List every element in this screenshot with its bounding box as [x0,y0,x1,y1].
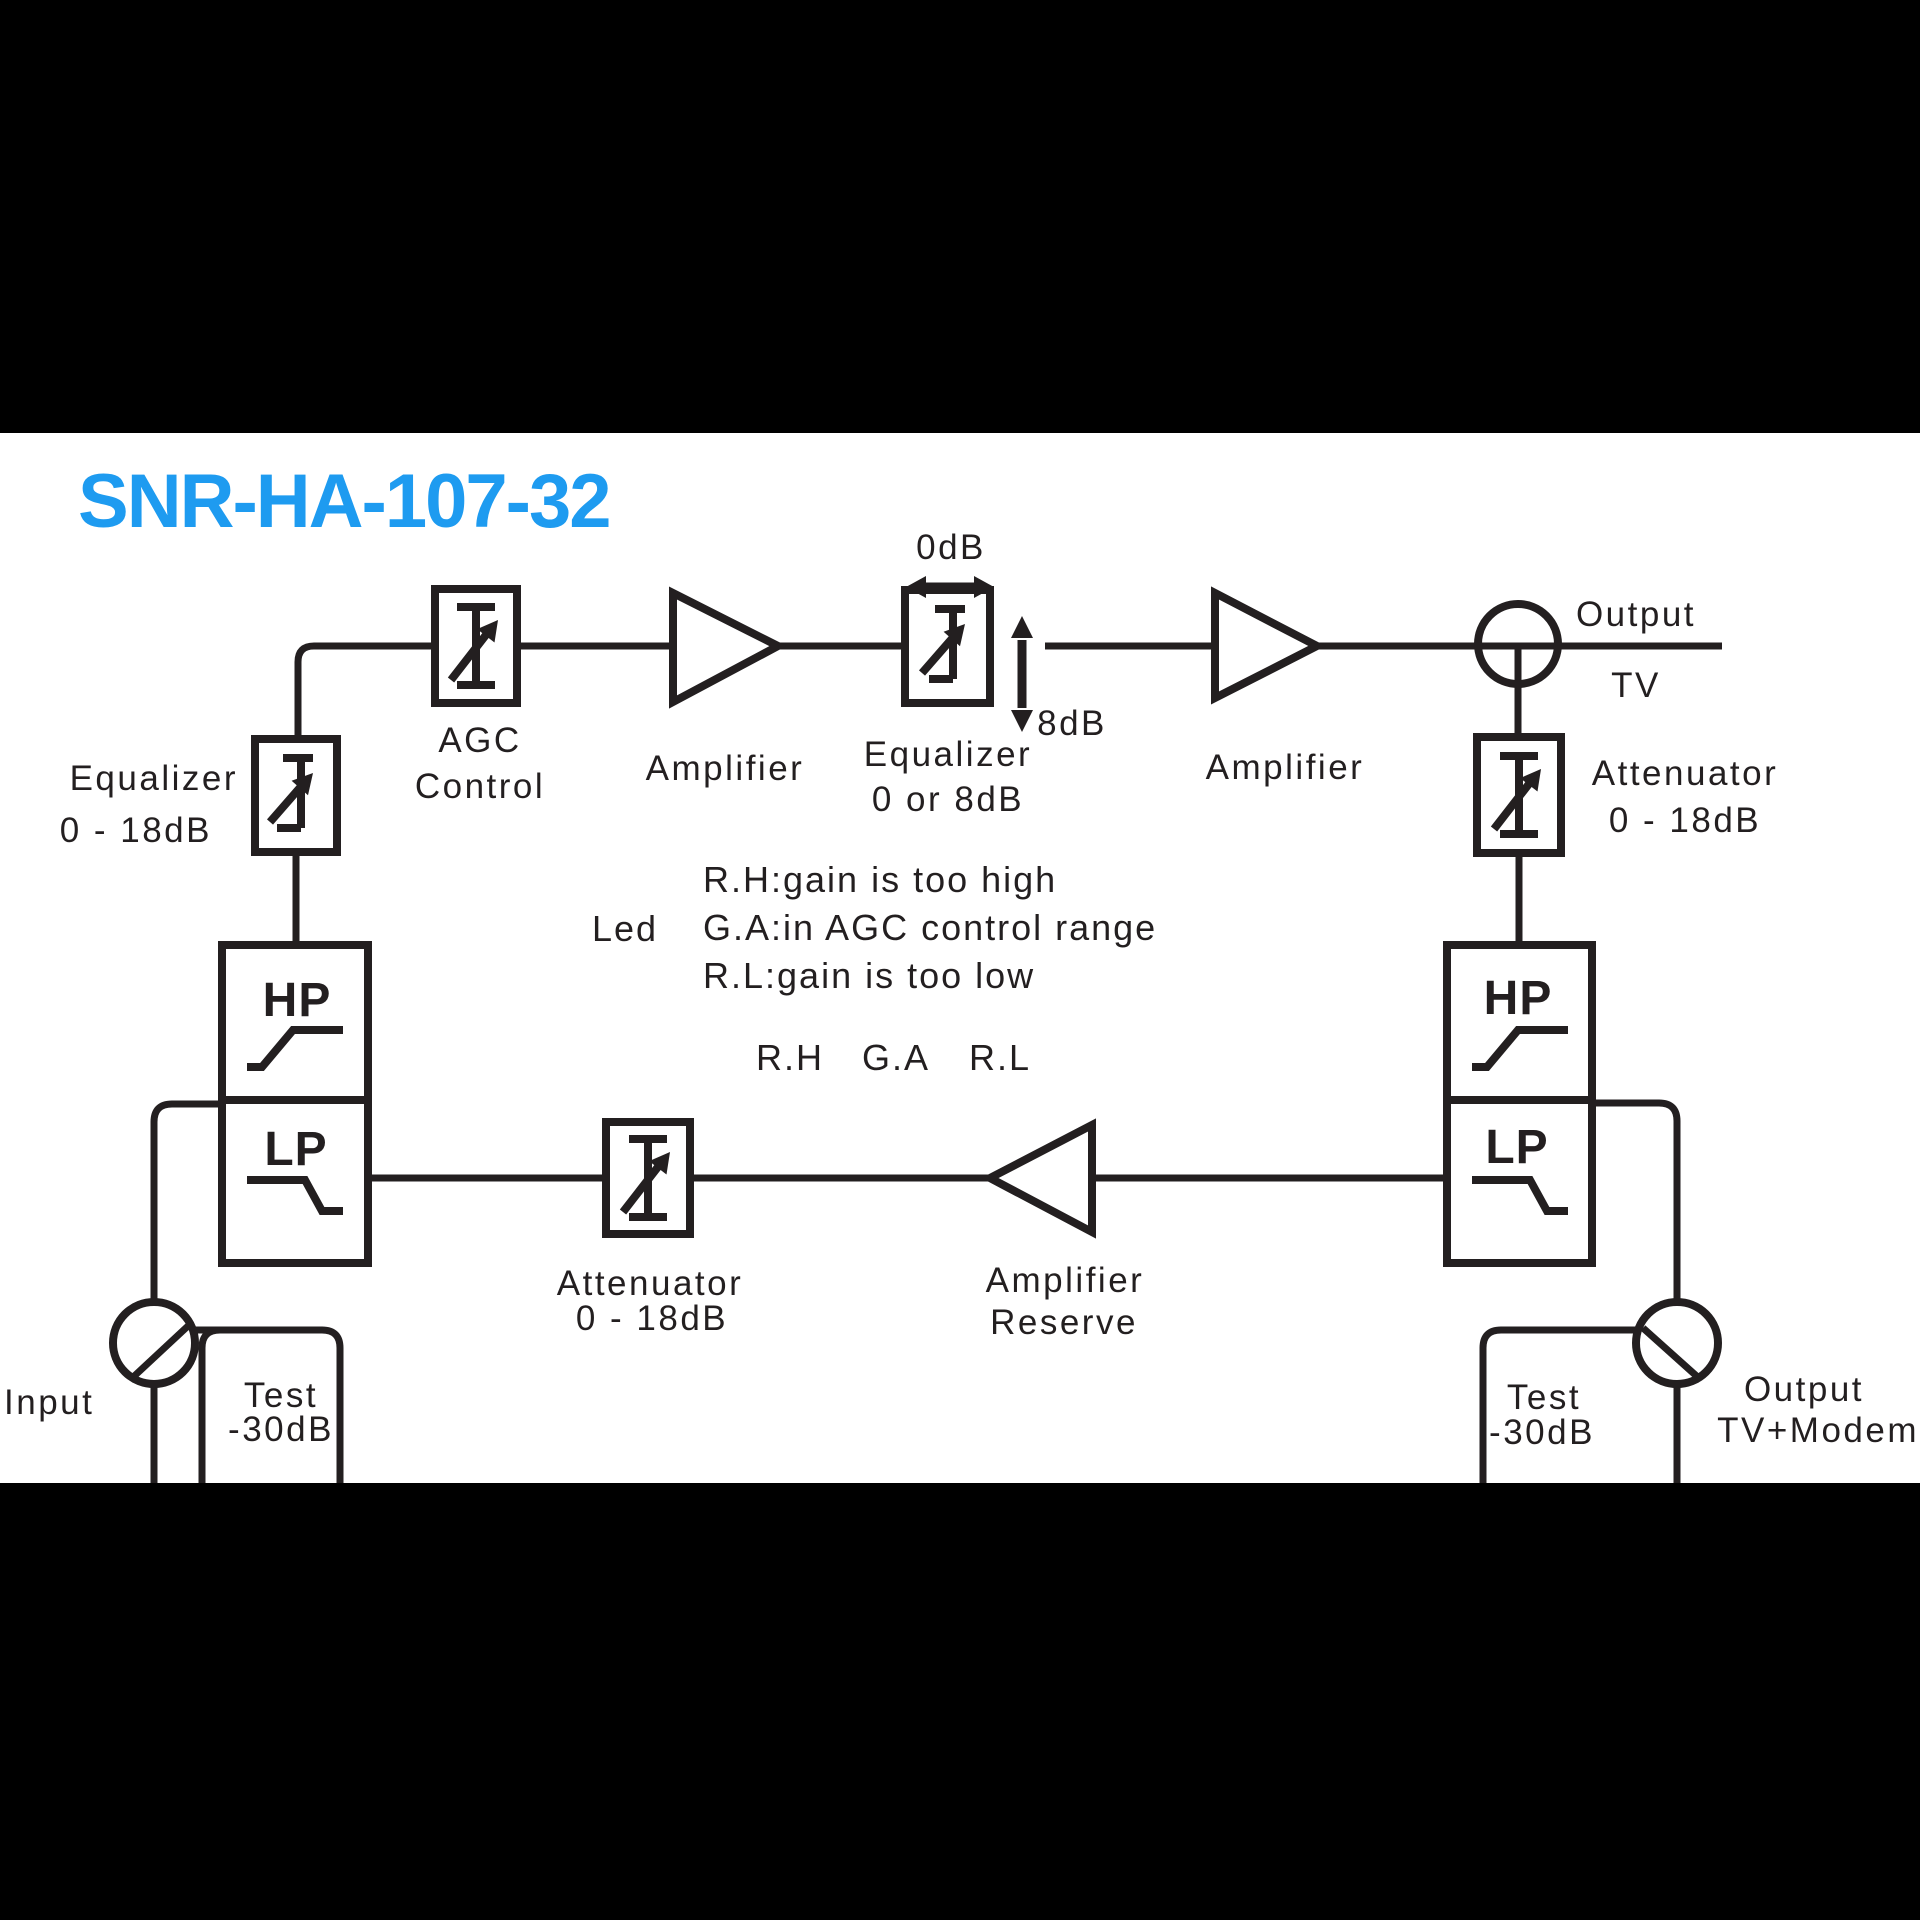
hp-right-label: HP [1484,972,1553,1025]
input-label: Input [4,1383,94,1422]
lowpass-curve-icon [247,1176,343,1215]
diplexer-left-block: HP LP [218,941,372,1267]
amplifier-reserve-block: Amplifier Reserve [981,1118,1145,1342]
led-label: Led [592,908,658,949]
equalizer-mid-min: 0dB [916,528,986,567]
test-port-box-left-left [198,1326,221,1486]
agc-label-line1: AGC [438,721,521,760]
wires [150,642,1722,1488]
tv-output-splitter-group: Output TV [1474,595,1696,705]
test-port-right-label: Test [1507,1378,1581,1417]
hp-filter-left-box [218,941,372,1104]
input-splitter-group: Test -30dB Input [4,1298,344,1486]
led-indicator-rl: R.L [969,1037,1031,1078]
letterbox-top [0,0,1920,433]
hp-filter-right-box [1443,941,1596,1104]
amplifier2-block: Amplifier [1206,586,1365,787]
equalizer-input-block: Equalizer 0 - 18dB [60,735,341,856]
led-legend: Led R.H:gain is too high G.A:in AGC cont… [592,859,1157,1078]
page-title: SNR-HA-107-32 [78,459,610,544]
attenuator-right-range: 0 - 18dB [1609,801,1761,840]
amplifier2-label: Amplifier [1206,748,1365,787]
input-splitter-icon [109,1298,199,1388]
output-tv-label: Output [1576,595,1696,634]
letterbox-bottom [0,1483,1920,1920]
led-indicator-rh: R.H [756,1037,824,1078]
wire-top-elbow [294,642,435,739]
attenuator-return-label: Attenuator [557,1264,744,1303]
lp-left-label: LP [264,1123,327,1176]
attenuator-return-range: 0 - 18dB [576,1299,728,1338]
amplifier-icon [1211,586,1326,705]
agc-label-line2: Control [415,767,545,806]
led-indicator-ga: G.A [862,1037,930,1078]
test-port-box-right [1479,1326,1637,1486]
output-splitter-tap-icon [1640,1325,1704,1383]
output-modem-label: Output [1744,1370,1864,1409]
attenuator-return-block: Attenuator 0 - 18dB [557,1118,744,1338]
input-splitter-tap-icon [127,1323,191,1383]
attenuator-right-label: Attenuator [1592,754,1779,793]
highpass-curve-icon [247,1026,343,1071]
output-splitter-icon [1632,1298,1722,1388]
equalizer-mid-label: Equalizer [864,735,1032,774]
range-arrow-horizontal-icon [906,576,994,598]
amplifier1-label: Amplifier [646,749,805,788]
highpass-curve-icon [1472,1026,1568,1071]
hp-left-label: HP [263,974,332,1027]
test-port-box-left-right [195,1326,344,1486]
range-arrow-vertical-icon [1011,616,1033,732]
amplifier-reserve-label2: Reserve [990,1303,1138,1342]
amplifier-reserve-label1: Amplifier [986,1261,1145,1300]
lowpass-curve-icon [1472,1176,1568,1215]
amplifier1-block: Amplifier [646,586,805,788]
amplifier-icon [669,586,787,709]
diplexer-right-block: HP LP [1443,941,1596,1267]
attenuator-right-block: Attenuator 0 - 18dB [1473,733,1779,857]
led-line-rl: R.L:gain is too low [703,955,1035,996]
led-line-rh: R.H:gain is too high [703,859,1057,900]
amplifier-reverse-icon [981,1118,1096,1239]
led-line-ga: G.A:in AGC control range [703,907,1157,948]
wire-input-elbow [150,1100,222,1302]
output-splitter-group: Test -30dB Output TV+Modem [1479,1298,1919,1486]
output-tv-sub: TV [1611,666,1661,705]
tv-splitter-icon [1474,600,1562,688]
test-port-right-level: -30dB [1489,1413,1595,1452]
equalizer-input-label: Equalizer [70,759,238,798]
wire-output-elbow [1592,1099,1681,1302]
agc-control-block: AGC Control [415,585,545,806]
equalizer-mid-range: 0 or 8dB [872,780,1024,819]
lp-right-label: LP [1485,1121,1548,1174]
equalizer-input-range: 0 - 18dB [60,811,212,850]
output-modem-sub: TV+Modem [1717,1411,1919,1450]
equalizer-mid-block: 0dB 8dB Equalizer 0 or 8dB [864,528,1107,819]
test-port-left-label: Test [244,1376,318,1415]
test-port-left-level: -30dB [228,1410,334,1449]
equalizer-mid-max: 8dB [1037,704,1107,743]
